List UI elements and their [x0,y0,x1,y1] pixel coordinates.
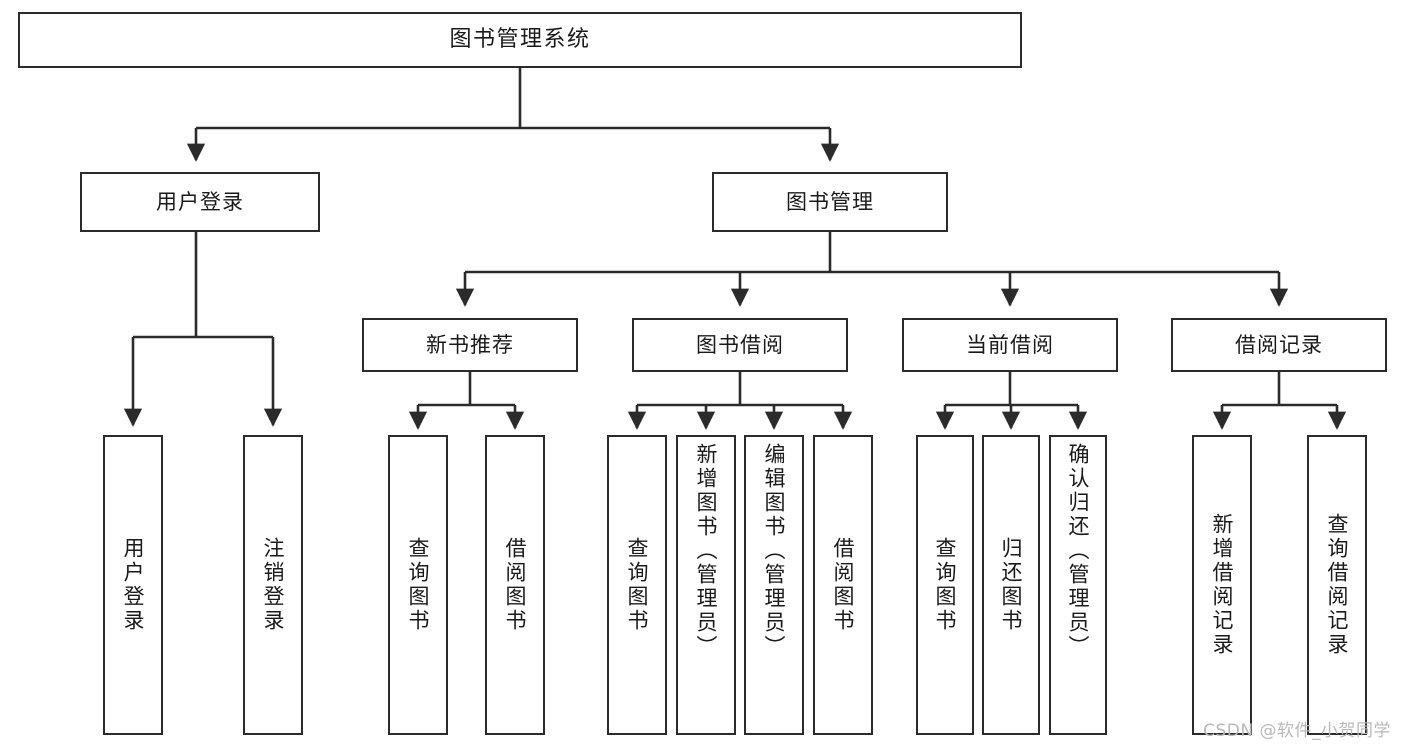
node-leaf-borrow-book[interactable]: 借阅图书 [813,435,873,735]
node-label: 新增借阅记录 [1210,513,1235,657]
node-leaf-add-book-admin[interactable]: 新增图书（管理员） [676,435,736,735]
node-label: 归还图书 [999,537,1024,633]
node-label: 图书管理 [786,189,874,214]
node-label: 用户登录 [156,189,244,214]
node-label: 用户登录 [121,537,146,633]
node-label: 图书管理系统 [449,27,591,53]
node-leaf-user-login[interactable]: 用户登录 [103,435,163,735]
node-book-borrow[interactable]: 图书借阅 [632,318,848,372]
node-leaf-borrow-book-recommend[interactable]: 借阅图书 [485,435,545,735]
node-label: 新书推荐 [426,332,514,357]
node-label: 注销登录 [261,537,286,633]
node-leaf-query-borrow-record[interactable]: 查询借阅记录 [1307,435,1367,735]
node-new-book-recommend[interactable]: 新书推荐 [362,318,578,372]
node-current-borrow[interactable]: 当前借阅 [902,318,1118,372]
node-leaf-query-book-recommend[interactable]: 查询图书 [388,435,448,735]
node-label: 编辑图书（管理员） [762,443,787,659]
node-label: 新增图书（管理员） [694,443,719,659]
node-label: 查询图书 [406,537,431,633]
node-label: 图书借阅 [696,332,784,357]
node-book-management[interactable]: 图书管理 [712,172,948,232]
node-label: 确认归还（管理员） [1066,443,1091,659]
node-label: 借阅图书 [831,537,856,633]
node-root-book-management-system[interactable]: 图书管理系统 [18,12,1022,68]
node-leaf-query-book-current[interactable]: 查询图书 [916,435,974,735]
node-leaf-add-borrow-record[interactable]: 新增借阅记录 [1192,435,1252,735]
node-label: 查询图书 [625,537,650,633]
node-label: 借阅记录 [1235,332,1323,357]
node-leaf-edit-book-admin[interactable]: 编辑图书（管理员） [744,435,804,735]
node-borrow-record[interactable]: 借阅记录 [1171,318,1387,372]
node-user-login[interactable]: 用户登录 [80,172,320,232]
node-label: 查询借阅记录 [1325,513,1350,657]
node-leaf-logout-login[interactable]: 注销登录 [243,435,303,735]
node-leaf-query-book-borrow[interactable]: 查询图书 [607,435,667,735]
node-label: 当前借阅 [966,332,1054,357]
node-leaf-confirm-return-admin[interactable]: 确认归还（管理员） [1049,435,1107,735]
node-label: 借阅图书 [503,537,528,633]
csdn-watermark: CSDN @软件_小贺同学 [1203,721,1391,741]
node-label: 查询图书 [933,537,958,633]
node-leaf-return-book[interactable]: 归还图书 [982,435,1040,735]
